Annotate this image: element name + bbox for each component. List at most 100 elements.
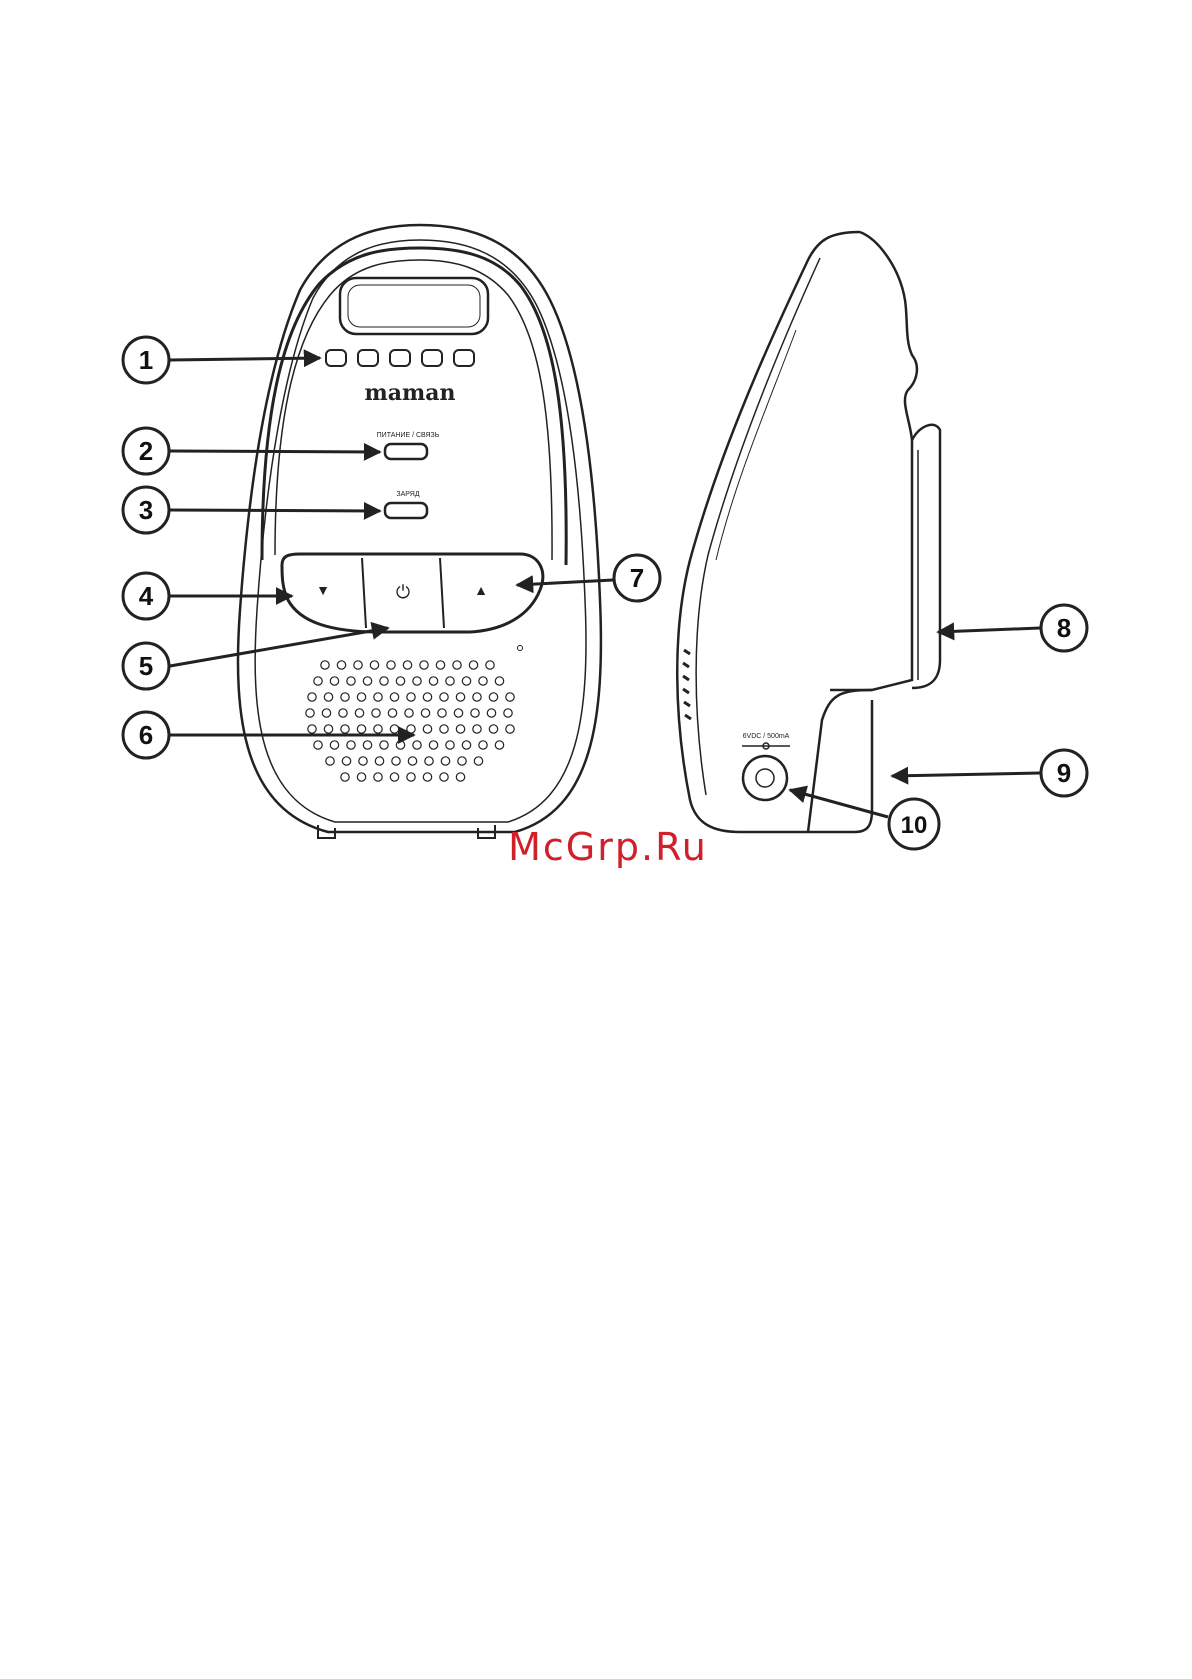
grille-hole <box>506 725 514 733</box>
dc-input-label: 6VDC / 500mA <box>743 733 790 740</box>
belt-clip <box>912 425 940 688</box>
arrow-3 <box>170 510 380 511</box>
grille-hole <box>479 741 487 749</box>
brand-logo: maman <box>364 380 455 406</box>
grille-hole <box>421 709 429 717</box>
speaker-grille <box>306 661 514 781</box>
grille-hole <box>489 725 497 733</box>
side-body-outline <box>677 232 872 832</box>
grille-hole <box>347 741 355 749</box>
grille-hole <box>390 773 398 781</box>
watermark-text: McGrp.Ru <box>508 825 708 869</box>
grille-hole <box>473 725 481 733</box>
grille-hole <box>347 677 355 685</box>
grille-hole <box>429 741 437 749</box>
led-5 <box>454 350 474 366</box>
grille-hole <box>359 757 367 765</box>
grille-hole <box>308 693 316 701</box>
grille-hole <box>408 757 416 765</box>
charge-led <box>385 503 427 518</box>
callout-number-6: 6 <box>139 720 153 750</box>
grille-hole <box>330 677 338 685</box>
grille-hole <box>429 677 437 685</box>
grille-hole <box>324 725 332 733</box>
grille-hole <box>357 725 365 733</box>
grille-hole <box>407 773 415 781</box>
callout-number-7: 7 <box>630 563 644 593</box>
side-front-edge <box>696 258 820 795</box>
grille-hole <box>405 709 413 717</box>
callout-number-8: 8 <box>1057 613 1071 643</box>
callout-number-9: 9 <box>1057 758 1071 788</box>
grille-hole <box>441 757 449 765</box>
grille-hole <box>375 757 383 765</box>
grille-hole <box>458 757 466 765</box>
arrow-5 <box>170 628 388 666</box>
grille-hole <box>380 741 388 749</box>
callout-number-10: 10 <box>901 812 928 839</box>
grille-hole <box>342 757 350 765</box>
grille-hole <box>436 661 444 669</box>
led-4 <box>422 350 442 366</box>
grille-hole <box>314 741 322 749</box>
volume-down-icon: ▼ <box>316 582 330 598</box>
grille-hole <box>462 677 470 685</box>
power-link-label: ПИТАНИЕ / СВЯЗЬ <box>377 432 440 439</box>
grille-hole <box>341 725 349 733</box>
side-view <box>677 232 940 832</box>
grille-hole <box>423 693 431 701</box>
charge-label: ЗАРЯД <box>396 491 419 498</box>
grille-hole <box>471 709 479 717</box>
grille-hole <box>440 693 448 701</box>
volume-up-icon: ▲ <box>474 582 488 598</box>
grille-hole <box>486 661 494 669</box>
grille-hole <box>363 741 371 749</box>
grille-hole <box>489 693 497 701</box>
grille-hole <box>423 773 431 781</box>
grille-hole <box>420 661 428 669</box>
arrow-9 <box>892 773 1040 776</box>
grille-hole <box>314 677 322 685</box>
grille-hole <box>440 725 448 733</box>
side-vents <box>683 650 691 719</box>
grille-hole <box>403 661 411 669</box>
grille-hole <box>326 757 334 765</box>
grille-hole <box>341 773 349 781</box>
display-window-inner <box>348 285 480 327</box>
grille-hole <box>473 693 481 701</box>
grille-hole <box>390 725 398 733</box>
grille-hole <box>324 693 332 701</box>
arrow-10 <box>790 790 888 817</box>
grille-hole <box>390 693 398 701</box>
grille-hole <box>479 677 487 685</box>
side-back-upper <box>830 232 917 690</box>
dc-jack-inner <box>756 769 774 787</box>
grille-hole <box>392 757 400 765</box>
grille-hole <box>341 693 349 701</box>
grille-hole <box>413 677 421 685</box>
arrow-1 <box>170 358 320 360</box>
display-window <box>340 278 488 334</box>
grille-hole <box>446 741 454 749</box>
grille-hole <box>456 693 464 701</box>
grille-hole <box>339 709 347 717</box>
grille-hole <box>487 709 495 717</box>
grille-hole <box>355 709 363 717</box>
grille-hole <box>423 725 431 733</box>
grille-hole <box>407 693 415 701</box>
front-upper-panel-inner <box>275 260 552 560</box>
grille-hole <box>370 661 378 669</box>
grille-hole <box>462 741 470 749</box>
led-2 <box>358 350 378 366</box>
grille-hole <box>413 741 421 749</box>
grille-hole <box>387 661 395 669</box>
grille-hole <box>396 741 404 749</box>
grille-hole <box>407 725 415 733</box>
grille-hole <box>453 661 461 669</box>
grille-hole <box>506 693 514 701</box>
led-3 <box>390 350 410 366</box>
grille-hole <box>495 741 503 749</box>
grille-hole <box>354 661 362 669</box>
grille-hole <box>337 661 345 669</box>
